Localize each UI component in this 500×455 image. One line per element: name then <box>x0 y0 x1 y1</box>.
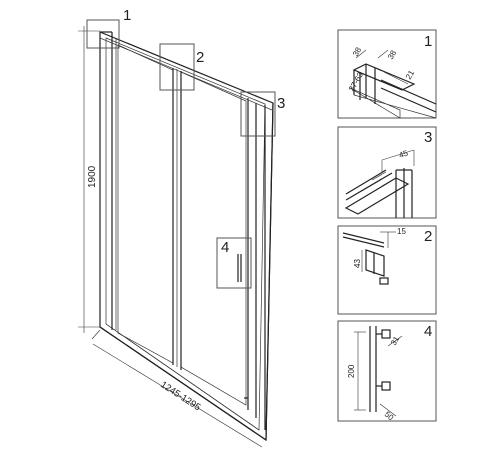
width-label: 1245-1295 <box>158 379 202 413</box>
callout-box-3 <box>240 91 276 137</box>
detail-panel-2: 2 15 43 <box>337 225 437 315</box>
detail-panel-3: 3 45 <box>337 126 437 219</box>
detail-2-dim-b: 43 <box>353 259 362 268</box>
detail-3-dim-a: 45 <box>398 148 410 159</box>
detail-panel-1: 1 38 38 21 37-63 <box>337 29 437 119</box>
detail-1-number: 1 <box>424 33 432 50</box>
door-outer-frame <box>99 31 274 442</box>
callout-label-2: 2 <box>196 49 204 66</box>
detail-2-number: 2 <box>424 228 432 245</box>
detail-4-number: 4 <box>424 323 432 340</box>
detail-4-dim-a: 200 <box>347 364 356 378</box>
height-dimension: 1900 <box>78 26 100 333</box>
detail-3-number: 3 <box>424 129 432 146</box>
callout-box-1 <box>86 19 120 49</box>
height-label: 1900 <box>87 165 98 188</box>
callout-box-4 <box>216 237 252 289</box>
left-glass-panel <box>117 44 174 364</box>
callout-label-1: 1 <box>123 7 131 24</box>
detail-2-dim-a: 15 <box>397 227 406 236</box>
detail-panel-4: 4 200 31 50 <box>337 320 437 423</box>
callout-box-2 <box>159 43 195 91</box>
callout-label-3: 3 <box>277 95 285 112</box>
callout-label-4: 4 <box>221 239 229 256</box>
door-main-view <box>99 31 274 442</box>
